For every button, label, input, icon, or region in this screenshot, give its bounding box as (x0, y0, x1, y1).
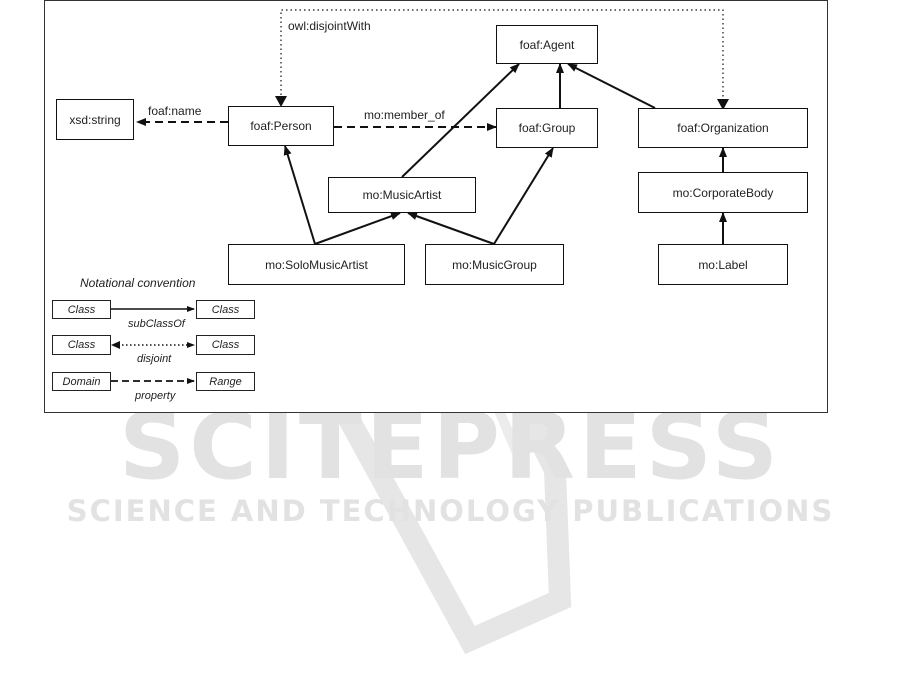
edge-label-member-of: mo:member_of (364, 108, 445, 122)
node-mo-label: mo:Label (658, 244, 788, 285)
edge-label-disjoint-with: owl:disjointWith (288, 19, 371, 33)
legend-property-right: Range (196, 372, 255, 391)
legend-title: Notational convention (80, 276, 196, 290)
legend-subclass-left: Class (52, 300, 111, 319)
node-mo-solo-music-artist: mo:SoloMusicArtist (228, 244, 405, 285)
node-mo-music-artist: mo:MusicArtist (328, 177, 476, 213)
legend-subclass-right: Class (196, 300, 255, 319)
node-xsd-string: xsd:string (56, 99, 134, 140)
node-foaf-person: foaf:Person (228, 106, 334, 146)
node-foaf-group: foaf:Group (496, 108, 598, 148)
node-foaf-organization: foaf:Organization (638, 108, 808, 148)
node-mo-corporate-body: mo:CorporateBody (638, 172, 808, 213)
legend-disjoint-right: Class (196, 335, 255, 355)
watermark-subtitle: SCIENCE AND TECHNOLOGY PUBLICATIONS (66, 494, 835, 528)
legend-property-label: property (135, 390, 176, 402)
legend-disjoint-label: disjoint (137, 353, 172, 365)
legend-subclass-label: subClassOf (128, 318, 185, 330)
node-mo-music-group: mo:MusicGroup (425, 244, 564, 285)
legend-property-left: Domain (52, 372, 111, 391)
node-foaf-agent: foaf:Agent (496, 25, 598, 64)
legend-disjoint-left: Class (52, 335, 111, 355)
edge-label-foaf-name: foaf:name (148, 104, 202, 118)
